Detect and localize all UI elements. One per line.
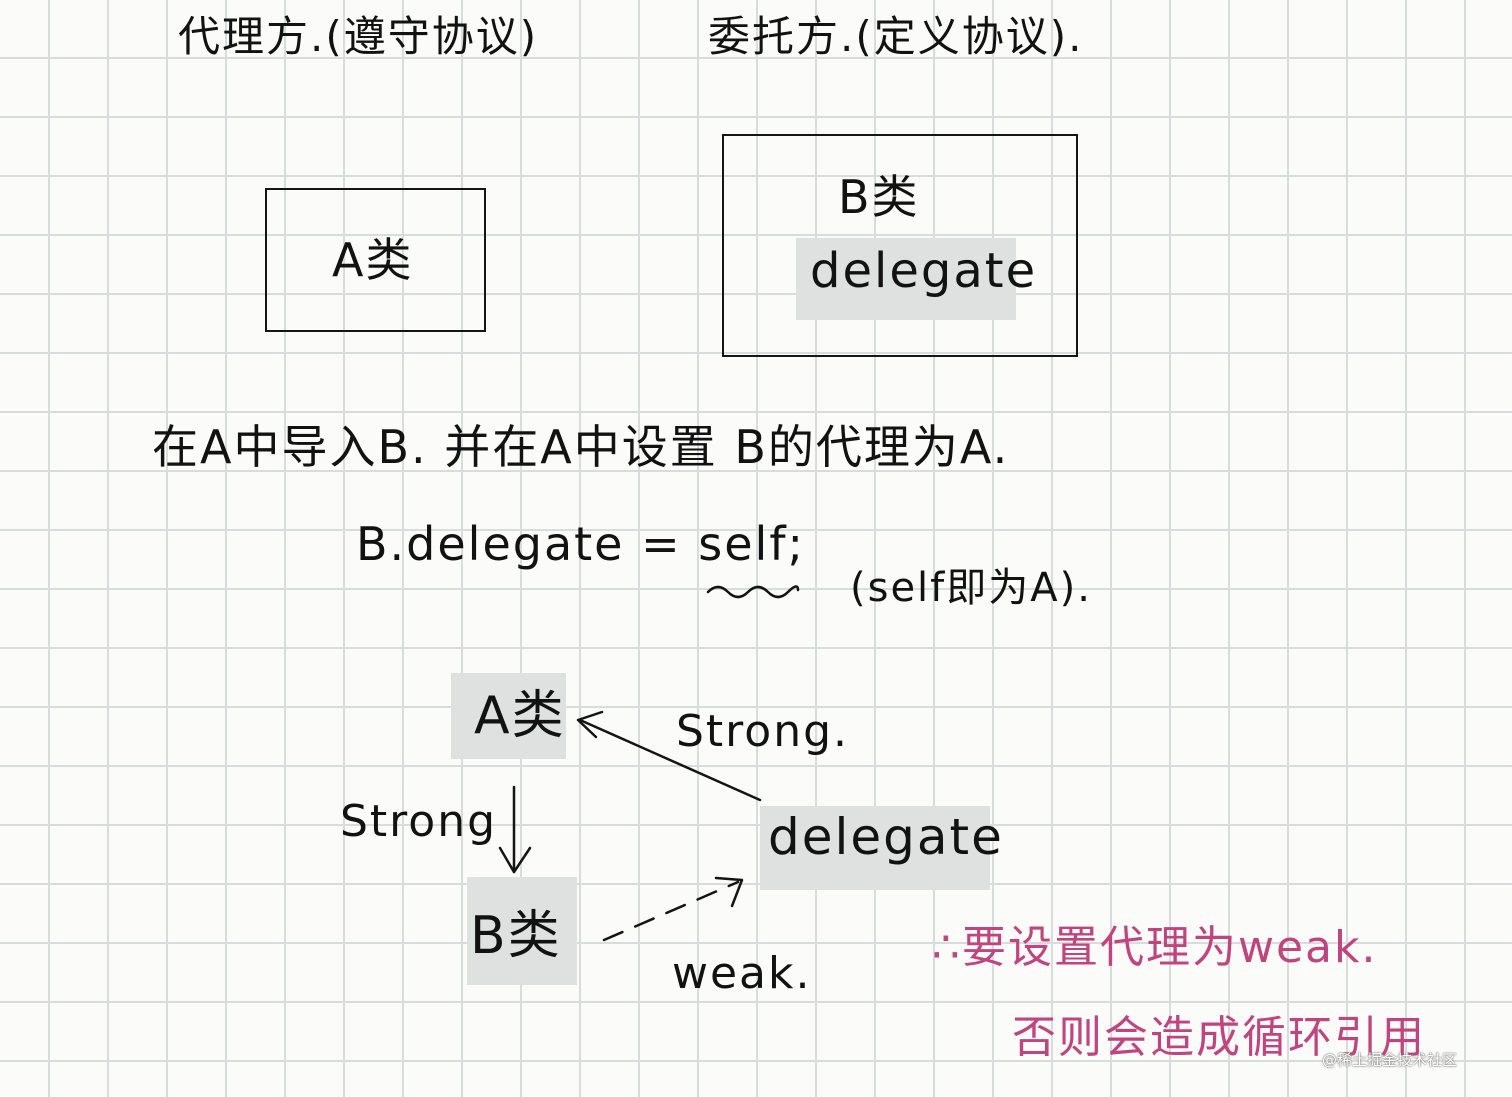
watermark: @稀土掘金技术社区	[1322, 1051, 1458, 1069]
cycle-b-label: B类	[470, 906, 562, 966]
instruction-text: 在A中导入B. 并在A中设置 B的代理为A.	[152, 420, 1010, 474]
b-class-label: B类	[838, 170, 920, 224]
strong-delegate-to-a-label: Strong.	[676, 706, 850, 757]
a-class-label: A类	[332, 233, 414, 287]
conclusion-line-1: ∴要设置代理为weak.	[932, 922, 1378, 973]
self-wavy-underline	[706, 585, 800, 599]
code-line: B.delegate = self;	[356, 517, 806, 571]
self-note: (self即为A).	[850, 565, 1092, 611]
b-delegate-label: delegate	[810, 243, 1038, 299]
strong-a-to-b-label: Strong	[340, 796, 498, 847]
b-delegate-highlight	[796, 238, 1016, 320]
b-class-box	[722, 134, 1078, 357]
cycle-delegate-highlight	[760, 806, 990, 890]
cycle-a-label: A类	[474, 686, 566, 746]
weak-arrow-b-to-delegate	[602, 876, 744, 942]
cycle-b-highlight	[467, 877, 577, 985]
strong-arrow-delegate-to-a	[576, 710, 762, 802]
strong-arrow-a-to-b	[498, 785, 532, 874]
cycle-delegate-label: delegate	[768, 808, 1004, 866]
header-left-label: 代理方.(遵守协议)	[178, 12, 539, 61]
cycle-a-highlight	[451, 673, 566, 759]
weak-b-to-delegate-label: weak.	[672, 948, 812, 999]
header-right-label: 委托方.(定义协议).	[708, 12, 1084, 61]
conclusion-line-2: 否则会造成循环引用	[1012, 1012, 1426, 1063]
a-class-box	[265, 188, 486, 332]
